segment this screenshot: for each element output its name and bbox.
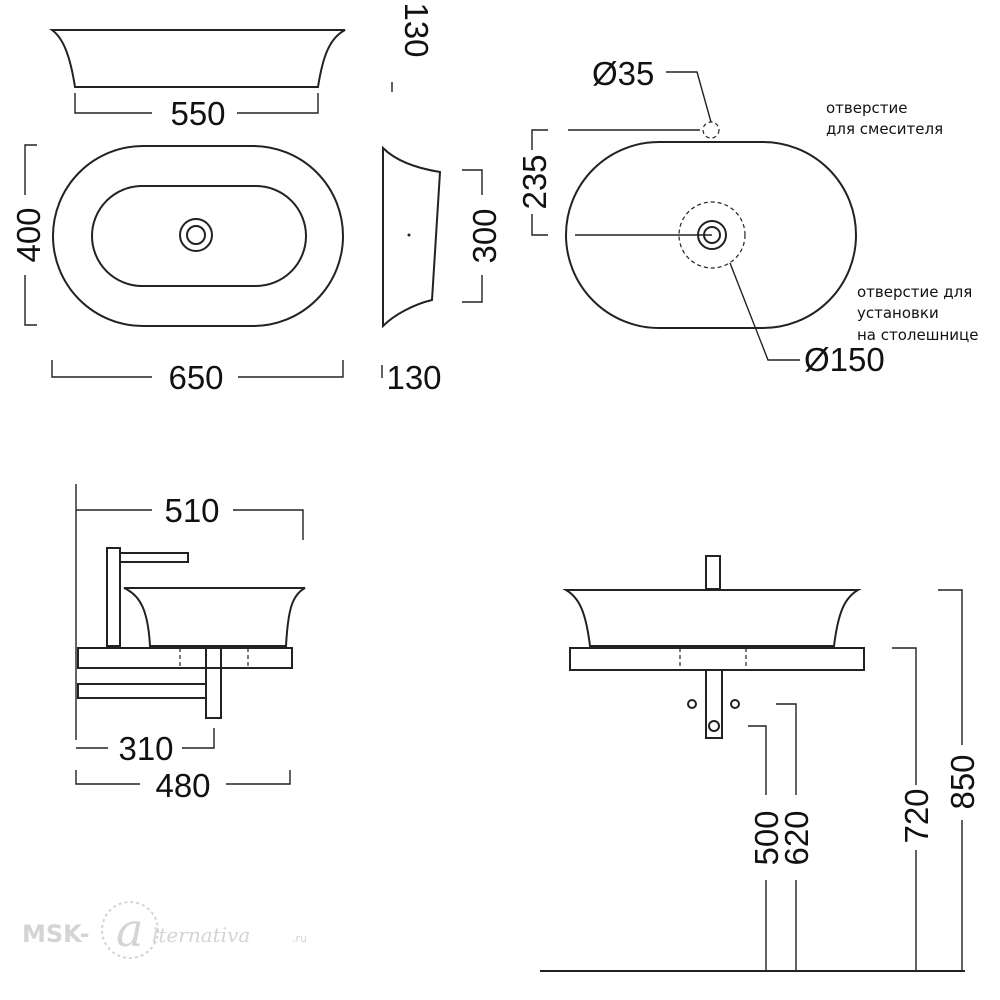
- note-mount-line1: отверстие для: [857, 283, 972, 301]
- mount-hole-circle: [678, 201, 746, 269]
- dim-310-line: [76, 728, 215, 749]
- basin-plan-outer: [52, 145, 344, 327]
- watermark-part3: lternativa: [152, 923, 250, 947]
- dim-550-label: 550: [170, 95, 225, 132]
- note-mixer-line1: отверстие: [826, 99, 907, 117]
- siphon-front: [705, 669, 723, 739]
- dim-720-label: 720: [898, 788, 935, 843]
- watermark-part1: MSK-: [22, 920, 90, 948]
- basin-side-install: [123, 587, 306, 647]
- drain-inner: [186, 225, 206, 245]
- basin-top-view: 235 Ø35 отверстие для смесителя Ø150 отв…: [516, 55, 978, 378]
- dim-650-line: [51, 360, 344, 378]
- dim-310-label: 310: [118, 730, 173, 767]
- dim-480-line: [75, 770, 291, 785]
- basin-plan-inner: [91, 185, 307, 287]
- basin-plan-view: 400 650 130: [10, 144, 442, 396]
- dim-400-line: [24, 144, 37, 326]
- bolt-left: [687, 699, 697, 709]
- siphon-outlet: [708, 720, 720, 732]
- dim-35-label: Ø35: [592, 55, 654, 92]
- dim-235-line: [531, 129, 548, 236]
- dim-510-label: 510: [164, 492, 219, 529]
- dim-235-label: 235: [516, 154, 553, 209]
- basin-front-view: 550 130: [48, 2, 435, 132]
- side-center-dot: [407, 233, 411, 237]
- dim-720-line: [892, 647, 917, 971]
- mixer-hole-circle: [702, 121, 720, 139]
- basin-front-install: [562, 589, 862, 647]
- dim-130-top-label: 130: [398, 2, 435, 57]
- dim-550-line: [74, 93, 319, 114]
- drain-hidden-side: [179, 648, 249, 668]
- bolt-right: [730, 699, 740, 709]
- dim-850-label: 850: [944, 754, 981, 809]
- watermark-circle: [101, 901, 159, 959]
- watermark-logo: MSK- a lternativa .ru: [22, 901, 307, 959]
- dim-620-label: 620: [778, 810, 815, 865]
- bracket-bar: [77, 683, 207, 699]
- installation-side-view: 510 310 480: [75, 484, 306, 804]
- dim-480-label: 480: [155, 767, 210, 804]
- note-mount-line2: установки: [857, 304, 939, 322]
- dim-500-label: 500: [748, 810, 785, 865]
- dim-130-bottom-label: 130: [386, 359, 441, 396]
- watermark-part2: a: [116, 903, 143, 957]
- siphon-side: [205, 647, 222, 719]
- basin-front-outline: [48, 29, 346, 88]
- installation-front-view: 500 620 720 850: [540, 555, 981, 972]
- basin-side-view: 300: [382, 145, 503, 329]
- drain-outer: [179, 218, 213, 252]
- dim-850-line: [938, 589, 963, 971]
- dim-300-label: 300: [466, 208, 503, 263]
- dim-500-line: [748, 725, 767, 971]
- leader-35: [666, 71, 712, 123]
- dim-400-label: 400: [10, 207, 47, 262]
- basin-side-outline: [382, 145, 442, 329]
- faucet-front: [705, 555, 721, 590]
- dim-650-label: 650: [168, 359, 223, 396]
- watermark-part4: .ru: [292, 932, 307, 945]
- countertop-side: [77, 647, 293, 669]
- dim-150-label: Ø150: [804, 341, 885, 378]
- basin-top-outline: [565, 141, 857, 329]
- faucet-body: [106, 547, 121, 647]
- faucet-spout: [120, 552, 189, 563]
- dim-510-line: [76, 509, 304, 540]
- note-mount-line3: на столешнице: [857, 326, 978, 344]
- dim-300-line: [462, 169, 483, 303]
- drain-hidden-front: [679, 648, 747, 670]
- leader-150: [729, 262, 800, 361]
- countertop-front: [569, 647, 865, 671]
- note-mixer-line2: для смесителя: [826, 120, 943, 138]
- dim-620-line: [776, 703, 797, 971]
